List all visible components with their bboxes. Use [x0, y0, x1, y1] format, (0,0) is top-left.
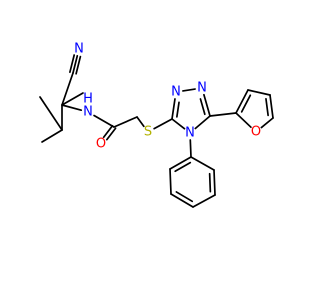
bond-fo-f2	[235, 112, 252, 129]
bond-s-t3	[153, 118, 173, 130]
bond-p6-p1	[190, 156, 215, 171]
atom-label-n-t2: N	[171, 85, 181, 100]
atom-bg-t1	[196, 82, 208, 94]
atom-bg-cn_n	[73, 43, 85, 55]
bond-co-o	[102, 124, 114, 139]
bond-f4-f5	[269, 94, 274, 119]
bond-t5-t4	[194, 115, 211, 130]
bond-t4-t3	[171, 118, 186, 130]
bond-cn_c-cn_n-3	[69, 54, 76, 74]
bond-p2-p3	[169, 168, 172, 195]
bond-p3-p4-inner	[175, 191, 194, 203]
atom-label-o-o: O	[96, 137, 106, 152]
bond-p3-p4	[170, 193, 194, 208]
bond-f4-f5-inner	[265, 97, 269, 117]
bond-t1-t5-inner	[199, 98, 206, 116]
atom-label-n-t1: N	[197, 81, 207, 96]
bonds-layer	[39, 54, 274, 208]
atom-bg-nh	[82, 106, 94, 118]
atom-label-h: H	[83, 92, 93, 107]
bond-f2-f3	[235, 89, 249, 114]
bond-t3-t2	[171, 98, 176, 120]
atom-label-n-nh: N	[83, 105, 93, 120]
bond-t1-t5	[203, 93, 211, 117]
bond-f5-fo	[260, 117, 274, 129]
bond-f3-f4	[247, 89, 271, 96]
atom-bg-t4	[184, 127, 196, 139]
atom-label-n-cn_n: N	[74, 42, 84, 57]
bond-q-qme	[61, 92, 84, 106]
bond-co-o-2	[105, 127, 117, 141]
atom-label-o-fo: O	[251, 125, 261, 140]
bond-t4-p1	[189, 139, 192, 158]
bond-nh-co	[93, 114, 115, 128]
atom-bg-fo	[250, 126, 262, 138]
bond-me1-ipr	[41, 129, 63, 143]
atom-label-n-t4: N	[185, 126, 195, 141]
atom-bg-t2	[170, 86, 182, 98]
bond-p1-p2-inner	[174, 161, 192, 173]
bond-co-ch2	[113, 116, 138, 128]
bond-t2-t1	[182, 88, 196, 92]
bond-f2-f3-inner	[240, 94, 252, 113]
bond-p5-p6-inner	[208, 172, 212, 193]
bond-t3-t2-inner	[176, 101, 180, 118]
bond-cn_c-cn_n	[72, 54, 79, 74]
bond-q-cn_c	[61, 72, 74, 106]
atom-label-s-s: S	[144, 125, 152, 140]
atom-bg-o	[95, 138, 107, 150]
bond-p1-p2	[169, 156, 192, 170]
bond-t5-f2	[209, 112, 237, 117]
atom-bg-s	[142, 126, 154, 138]
bond-p5-p6	[213, 169, 216, 196]
bond-q-nh	[61, 104, 83, 112]
bond-ch2-s	[136, 116, 145, 128]
bond-p4-p5	[192, 194, 216, 208]
bond-ipr-me2	[39, 96, 63, 131]
bond-cn_c-cn_n-2	[75, 55, 82, 75]
